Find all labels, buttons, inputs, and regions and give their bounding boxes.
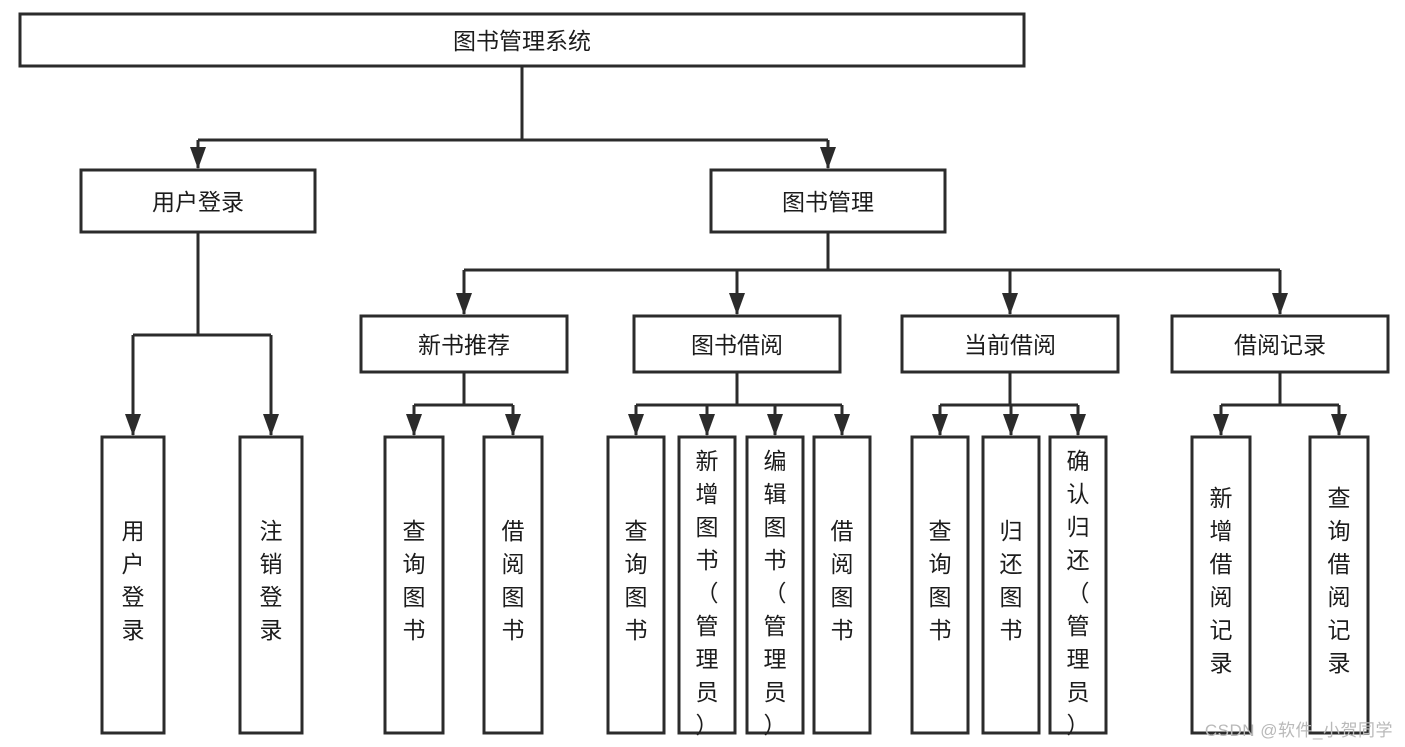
arrow-head-icon [1272, 293, 1288, 315]
node-book-management-box [709, 168, 947, 234]
connector-lines-group [125, 66, 1347, 436]
node-leaf-user-login-box [100, 435, 166, 735]
node-leaf-borrow-book-2-box [812, 435, 872, 735]
node-leaf-confirm-return-box [1048, 435, 1108, 735]
node-current-borrow[interactable]: 当前借阅 [900, 314, 1120, 374]
arrow-head-icon [932, 414, 948, 436]
arrow-head-icon [263, 414, 279, 436]
node-leaf-query-book-3-label: 查询图书 [929, 518, 952, 643]
node-current-borrow-box [900, 314, 1120, 374]
node-user-login-box [79, 168, 317, 234]
arrow-head-icon [456, 293, 472, 315]
node-new-book-recommend-box [359, 314, 569, 374]
node-leaf-add-book[interactable]: 新增图书（管理员） [677, 435, 737, 738]
node-borrow-record-label: 借阅记录 [1234, 332, 1326, 358]
arrow-head-icon [1002, 293, 1018, 315]
node-leaf-add-book-box [677, 435, 737, 735]
node-new-book-recommend[interactable]: 新书推荐 [359, 314, 569, 374]
arrow-head-icon [190, 147, 206, 169]
node-leaf-user-login-label: 用户登录 [122, 518, 145, 643]
node-leaf-query-book-2[interactable]: 查询图书 [606, 435, 666, 735]
node-leaf-borrow-book-1-box [482, 435, 544, 735]
node-leaf-user-logout-box [238, 435, 304, 735]
arrow-head-icon [628, 414, 644, 436]
node-leaf-add-record-label: 新增借阅记录 [1210, 485, 1233, 676]
node-leaf-query-book-3-box [910, 435, 970, 735]
arrow-head-icon [1331, 414, 1347, 436]
node-leaf-query-book-1[interactable]: 查询图书 [383, 435, 445, 735]
node-leaf-confirm-return-label: 确认归还（管理员） [1067, 448, 1090, 738]
node-leaf-borrow-book-1-label: 借阅图书 [502, 518, 525, 643]
arrow-head-icon [729, 293, 745, 315]
node-leaf-return-book-box [981, 435, 1041, 735]
node-current-borrow-label: 当前借阅 [964, 332, 1056, 358]
node-leaf-query-record-box [1308, 435, 1370, 735]
node-boxes-group: 图书管理系统用户登录图书管理新书推荐图书借阅当前借阅借阅记录用户登录注销登录查询… [18, 12, 1390, 738]
node-leaf-borrow-book-2[interactable]: 借阅图书 [812, 435, 872, 735]
node-leaf-edit-book-box [745, 435, 805, 735]
node-leaf-query-record-label: 查询借阅记录 [1328, 485, 1351, 676]
node-book-borrow-box [632, 314, 842, 374]
node-leaf-query-book-3[interactable]: 查询图书 [910, 435, 970, 735]
node-leaf-query-book-1-box [383, 435, 445, 735]
node-leaf-user-logout[interactable]: 注销登录 [238, 435, 304, 735]
node-leaf-query-book-2-box [606, 435, 666, 735]
node-borrow-record[interactable]: 借阅记录 [1170, 314, 1390, 374]
node-root-system[interactable]: 图书管理系统 [18, 12, 1026, 68]
arrow-head-icon [125, 414, 141, 436]
node-book-borrow-label: 图书借阅 [691, 332, 783, 358]
node-borrow-record-box [1170, 314, 1390, 374]
node-new-book-recommend-label: 新书推荐 [418, 332, 510, 358]
arrow-head-icon [1003, 414, 1019, 436]
node-leaf-add-book-label: 新增图书（管理员） [696, 448, 719, 738]
node-leaf-user-login[interactable]: 用户登录 [100, 435, 166, 735]
node-book-borrow[interactable]: 图书借阅 [632, 314, 842, 374]
node-leaf-confirm-return[interactable]: 确认归还（管理员） [1048, 435, 1108, 738]
node-leaf-return-book[interactable]: 归还图书 [981, 435, 1041, 735]
node-leaf-add-record[interactable]: 新增借阅记录 [1190, 435, 1252, 735]
arrow-head-icon [505, 414, 521, 436]
node-leaf-return-book-label: 归还图书 [1000, 518, 1023, 643]
node-leaf-edit-book-label: 编辑图书（管理员） [764, 448, 787, 738]
node-leaf-query-book-1-label: 查询图书 [403, 518, 426, 643]
node-leaf-borrow-book-2-label: 借阅图书 [831, 518, 854, 643]
node-leaf-user-logout-label: 注销登录 [260, 518, 283, 643]
arrow-head-icon [699, 414, 715, 436]
node-user-login-label: 用户登录 [152, 189, 244, 215]
node-leaf-query-record[interactable]: 查询借阅记录 [1308, 435, 1370, 735]
watermark-label: CSDN @软件_小贺同学 [1204, 721, 1393, 740]
node-user-login[interactable]: 用户登录 [79, 168, 317, 234]
arrow-head-icon [1070, 414, 1086, 436]
node-leaf-query-book-2-label: 查询图书 [625, 518, 648, 643]
arrow-head-icon [820, 147, 836, 169]
node-book-management[interactable]: 图书管理 [709, 168, 947, 234]
node-leaf-edit-book[interactable]: 编辑图书（管理员） [745, 435, 805, 738]
arrow-head-icon [1213, 414, 1229, 436]
arrow-head-icon [767, 414, 783, 436]
node-leaf-add-record-box [1190, 435, 1252, 735]
node-leaf-borrow-book-1[interactable]: 借阅图书 [482, 435, 544, 735]
arrow-head-icon [834, 414, 850, 436]
node-root-system-box [18, 12, 1026, 68]
arrow-head-icon [406, 414, 422, 436]
node-book-management-label: 图书管理 [782, 189, 874, 215]
node-root-system-label: 图书管理系统 [453, 28, 591, 54]
